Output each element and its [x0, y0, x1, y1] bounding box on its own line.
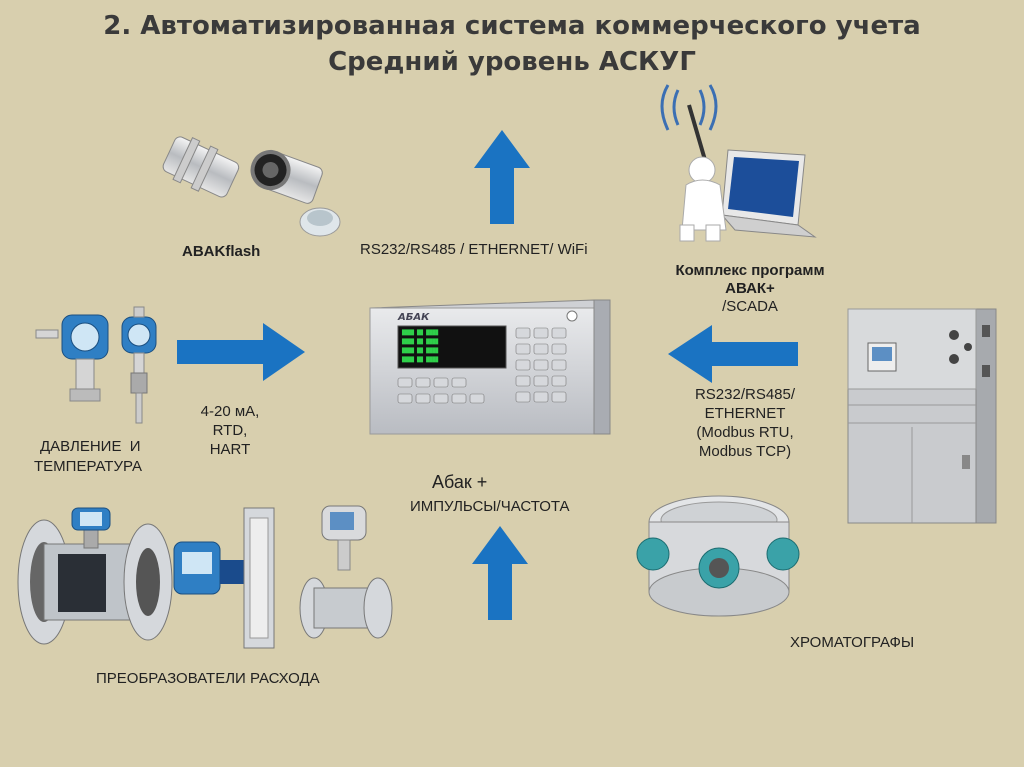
analog-line-3: HART [209, 441, 251, 458]
analog-signals-label: 4-20 мА, RTD, HART [190, 402, 270, 459]
svg-text:████ ██ ████: ████ ██ ████ [401, 347, 439, 354]
right-protocols-line-2: ETHERNET [704, 405, 786, 422]
svg-text:████ ██ ████: ████ ██ ████ [401, 356, 439, 363]
analog-line-2: RTD, [212, 422, 248, 439]
pressure-temperature-label: ДАВЛЕНИЕ И ТЕМПЕРАТУРА [34, 437, 142, 477]
flow-converters-label: ПРЕОБРАЗОВАТЕЛИ РАСХОДА [96, 670, 320, 687]
pressure-temperature-line-2: ТЕМПЕРАТУРА [34, 458, 142, 475]
page-title: 2. Автоматизированная система коммерческ… [0, 8, 1024, 80]
flow-meters-image [17, 505, 393, 649]
svg-text:████ ██ ████: ████ ██ ████ [401, 338, 439, 345]
pressure-temperature-line-1: ДАВЛЕНИЕ И [40, 438, 141, 455]
title-line-1: 2. Автоматизированная система коммерческ… [103, 11, 921, 41]
software-line-3: /SCADA [722, 298, 778, 315]
arrow-up-bottom [472, 526, 528, 620]
abak-plus-label: Абак + [432, 472, 488, 492]
software-line-2: АВАК+ [725, 280, 775, 297]
chromatographs-label: ХРОМАТОГРАФЫ [790, 634, 915, 651]
pulses-label: ИМПУЛЬСЫ/ЧАСТОТА [410, 498, 570, 515]
abak-device-image: ████ ██ ████ ████ ██ ████ ████ ██ ████ █… [369, 299, 611, 435]
laptop-image [660, 84, 817, 242]
right-protocols-line-1: RS232/RS485/ [694, 386, 796, 403]
arrow-right-left [177, 323, 305, 381]
arrow-left-right [668, 325, 798, 383]
pressure-temperature-sensors-image [35, 306, 157, 424]
analog-line-1: 4-20 мА, [200, 403, 260, 420]
svg-text:████ ██ ████: ████ ██ ████ [401, 329, 439, 336]
right-protocols-line-3: (Modbus RTU, [696, 424, 794, 441]
arrow-up-top [474, 130, 530, 224]
title-line-2: Средний уровень АСКУГ [328, 47, 696, 77]
software-line-1: Комплекс программ [675, 262, 825, 279]
right-protocols-label: RS232/RS485/ ETHERNET (Modbus RTU, Modbu… [680, 385, 810, 461]
device-brand-text: АБАК [397, 312, 430, 323]
analyzer-cabinet-image [847, 308, 997, 524]
chromatograph-image [636, 495, 800, 617]
software-label: Комплекс программ АВАК+ /SCADA [650, 262, 850, 316]
right-protocols-line-4: Modbus TCP) [698, 443, 792, 460]
abakflash-label: ABAKflash [182, 243, 261, 260]
top-protocols-label: RS232/RS485 / ETHERNET/ WiFi [360, 241, 588, 258]
abakflash-image [162, 136, 341, 237]
